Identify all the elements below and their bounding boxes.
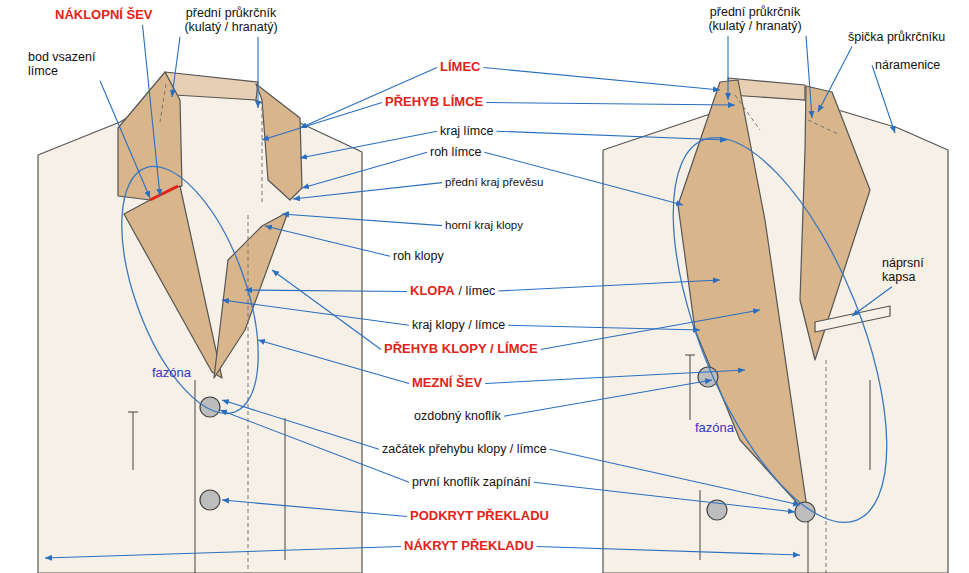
leader-line bbox=[504, 380, 712, 416]
leader-line bbox=[852, 287, 892, 316]
part-label: NÁKLOPNÍ ŠEV bbox=[55, 8, 153, 23]
part-label: první knoflík zapínání bbox=[412, 475, 531, 489]
leader-line bbox=[806, 36, 812, 118]
leader-line bbox=[265, 226, 390, 256]
leader-line bbox=[220, 410, 409, 482]
leader-line bbox=[534, 482, 795, 512]
part-label: špička průkrčníku bbox=[848, 30, 945, 44]
leader-line bbox=[727, 36, 728, 100]
leader-line bbox=[537, 547, 801, 556]
leader-line bbox=[222, 500, 407, 517]
leader-line bbox=[272, 270, 381, 350]
leader-line bbox=[497, 131, 728, 140]
leader-line bbox=[222, 400, 379, 449]
region-label: fazóna bbox=[152, 366, 191, 381]
leader-line bbox=[302, 152, 427, 188]
part-label: kraj klopy / límce bbox=[412, 318, 505, 332]
part-label: přední průkrčník (kulatý / hranatý) bbox=[694, 5, 816, 34]
leader-line bbox=[245, 290, 407, 292]
leader-line bbox=[498, 280, 720, 291]
part-label: bod vsazení límce bbox=[28, 50, 110, 79]
leader-line bbox=[262, 103, 382, 141]
leader-line bbox=[818, 46, 852, 112]
leader-line bbox=[222, 300, 409, 325]
leader-line bbox=[872, 65, 895, 133]
leader-line bbox=[484, 68, 721, 91]
part-label: LÍMEC bbox=[440, 60, 480, 75]
leader-line bbox=[293, 183, 442, 199]
part-label: KLOPA bbox=[410, 283, 455, 298]
part-label: PŘEHYB KLOPY / LÍMCE bbox=[384, 342, 538, 357]
label-group: KLOPA / límec bbox=[410, 284, 495, 299]
leader-line bbox=[45, 547, 401, 559]
part-label: / límec bbox=[459, 284, 496, 298]
part-label: náramenice bbox=[875, 58, 940, 72]
part-label: kraj límce bbox=[440, 124, 493, 138]
leader-line bbox=[257, 37, 258, 108]
leader-line bbox=[282, 214, 442, 226]
part-label: roh klopy bbox=[393, 249, 444, 263]
leader-line bbox=[100, 81, 150, 198]
leader-line bbox=[550, 449, 800, 505]
leader-line bbox=[172, 37, 180, 97]
part-label: ozdobný knoflík bbox=[414, 409, 501, 423]
part-label: PODKRYT PŘEKLADU bbox=[410, 509, 549, 524]
leader-line bbox=[486, 103, 735, 106]
leader-line bbox=[541, 310, 760, 350]
part-label: NÁKRYT PŘEKLADU bbox=[404, 539, 534, 554]
part-label: přední kraj převěsu bbox=[445, 176, 543, 189]
region-label: fazóna bbox=[695, 421, 734, 436]
part-label: přední průkrčník (kulatý / hranatý) bbox=[170, 6, 292, 35]
part-label: MEZNÍ ŠEV bbox=[412, 376, 482, 391]
part-label: náprsní kapsa bbox=[882, 256, 938, 285]
part-label: PŘEHYB LÍMCE bbox=[385, 95, 483, 110]
part-label: horní kraj klopy bbox=[445, 219, 523, 232]
part-label: začátek přehybu klopy / límce bbox=[382, 442, 547, 456]
leader-line bbox=[143, 25, 161, 196]
part-label: roh límce bbox=[430, 145, 481, 159]
leader-line bbox=[300, 131, 437, 158]
